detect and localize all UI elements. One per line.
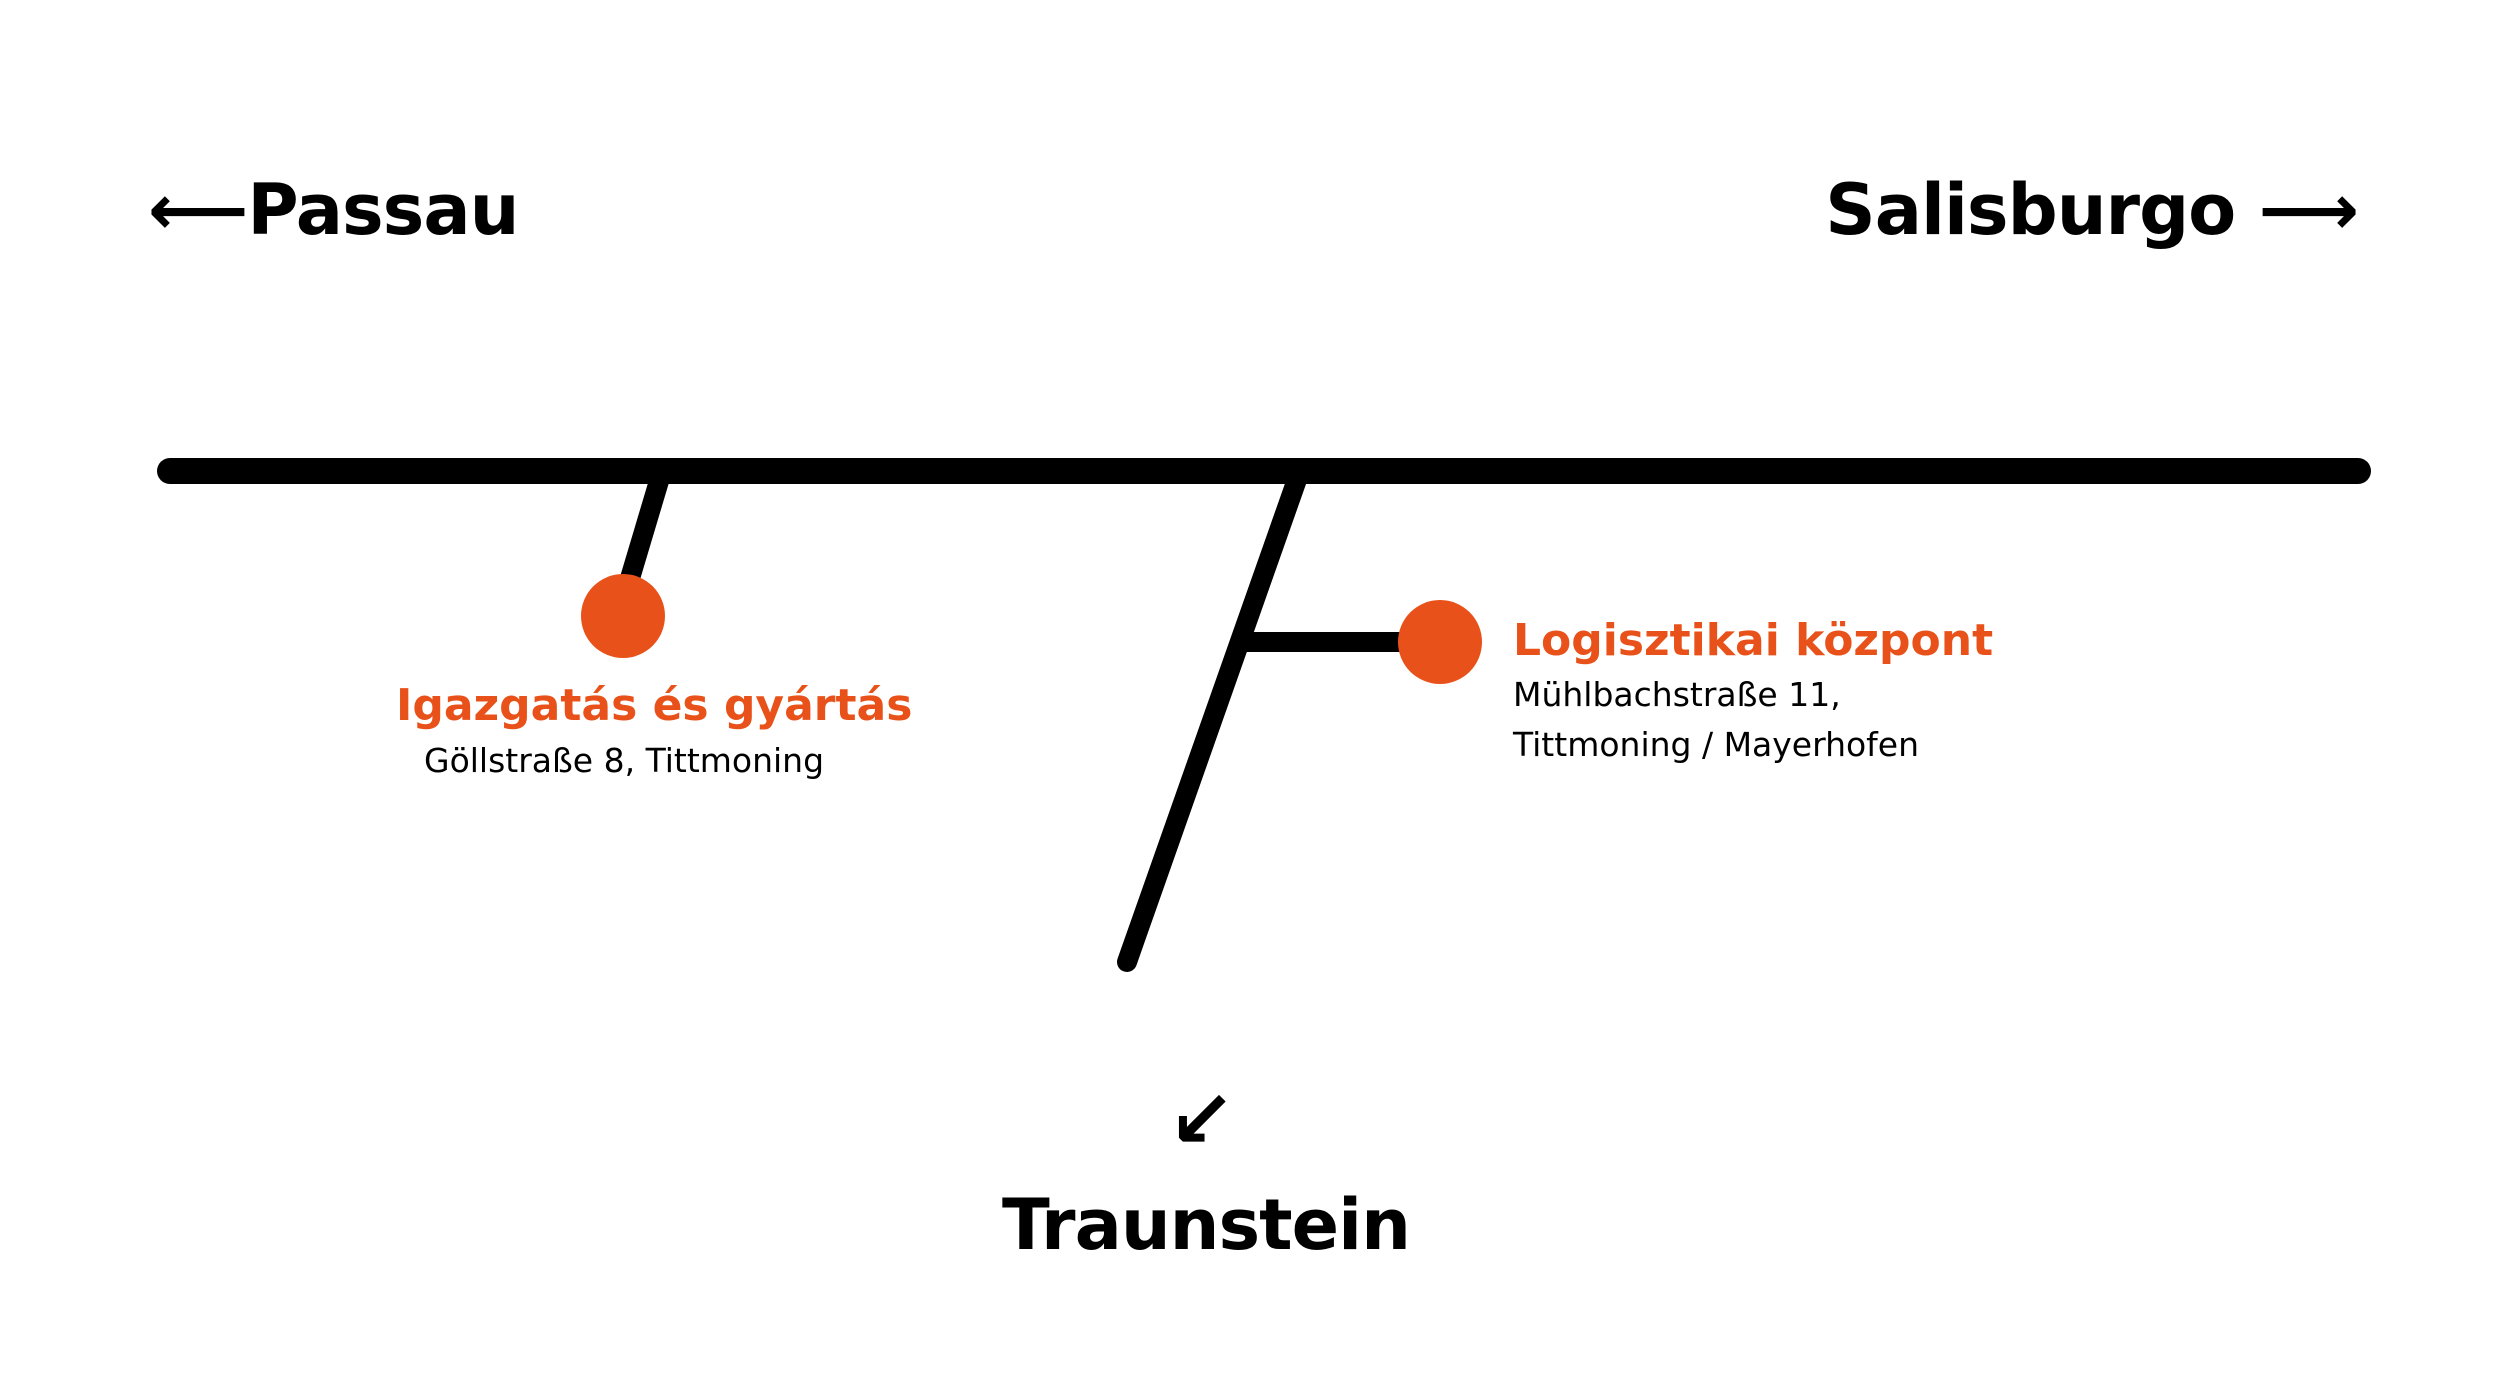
destination-salisburgo: Salisburgo ⟶ (1825, 175, 2359, 245)
hq-access-road (618, 461, 672, 595)
south-road (1117, 461, 1310, 972)
destination-traunstein: Traunstein (1002, 1190, 1411, 1260)
logistics-address-line-2: Tittmoning / Mayerhofen (1513, 724, 1920, 764)
arrow-right-icon: ⟶ (2258, 169, 2359, 251)
destination-salisburgo-label: Salisburgo (1825, 169, 2236, 251)
logistics-site-address: Mühlbachstraße 11, Tittmoning / Mayerhof… (1513, 670, 1919, 769)
destination-passau: ⟵Passau (148, 175, 519, 245)
hq-site-name: Igazgatás és gyártás (396, 680, 913, 731)
logistics-address-line-1: Mühlbachstraße 11, (1513, 675, 1841, 714)
logistics-site-name: Logisztikai központ (1513, 615, 1994, 666)
hq-address-line: Göllstraße 8, Tittmoning (424, 741, 825, 780)
hq-site-address: Göllstraße 8, Tittmoning (424, 736, 824, 786)
destination-passau-label: Passau (247, 169, 519, 251)
logistics-marker-icon[interactable] (1398, 600, 1482, 684)
hq-marker-icon[interactable] (581, 574, 665, 658)
destination-traunstein-label: Traunstein (1002, 1184, 1411, 1266)
arrow-down-left-icon: ↙ (1168, 1073, 1236, 1166)
arrow-left-icon: ⟵ (148, 169, 248, 251)
